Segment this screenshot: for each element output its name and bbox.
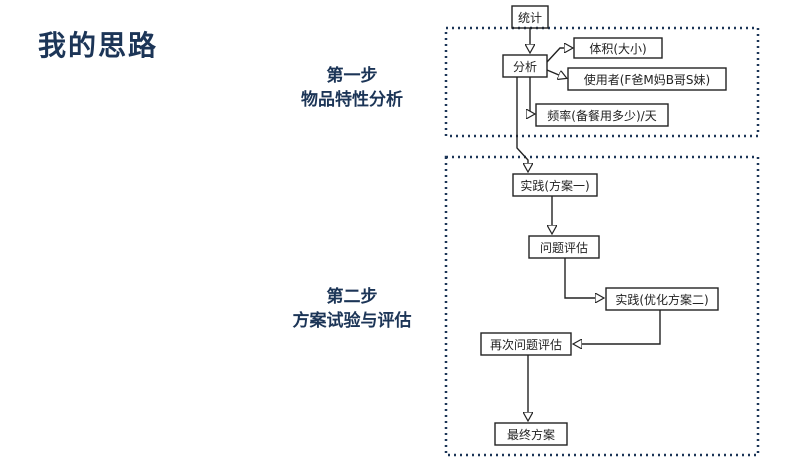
arrow-practice2-eval2 [574, 310, 661, 344]
node-eval1-box [528, 235, 600, 259]
node-eval2-box [480, 332, 572, 356]
arrow-eval1-practice2 [564, 258, 603, 298]
arrow-analysis-users [546, 69, 566, 78]
arrow-analysis-volume [546, 48, 572, 63]
node-frequency-box [535, 103, 669, 127]
node-final-box [494, 422, 568, 446]
node-analysis: 分析 [513, 60, 537, 74]
arrow-analysis-practice1 [516, 77, 528, 171]
node-practice2-box [605, 287, 719, 311]
step-two-box [444, 155, 760, 457]
node-practice1-box [512, 173, 598, 197]
node-practice2: 实践(优化方案二) [615, 292, 708, 307]
node-frequency: 频率(备餐用多少)/天 [547, 108, 656, 123]
node-volume-box [573, 37, 663, 59]
node-users: 使用者(F爸M妈B哥S妹) [584, 72, 710, 87]
node-practice1: 实践(方案一) [520, 178, 589, 193]
node-stats: 统计 [518, 11, 542, 25]
node-analysis-box [502, 54, 548, 78]
step-two-heading: 第二步 [326, 287, 378, 307]
page-title: 我的思路 [38, 29, 159, 62]
node-final: 最终方案 [507, 427, 555, 442]
node-volume: 体积(大小) [589, 42, 646, 56]
node-eval2: 再次问题评估 [490, 338, 562, 352]
node-eval1: 问题评估 [540, 241, 588, 255]
arrow-analysis-frequency [530, 77, 534, 114]
step-one-subtitle: 物品特性分析 [301, 90, 403, 110]
step-one-label: 第一步 物品特性分析 [262, 64, 442, 112]
step-two-label: 第二步 方案试验与评估 [262, 285, 442, 333]
step-one-box [444, 26, 760, 138]
step-two-subtitle: 方案试验与评估 [292, 311, 412, 331]
step-one-heading: 第一步 [326, 66, 378, 86]
